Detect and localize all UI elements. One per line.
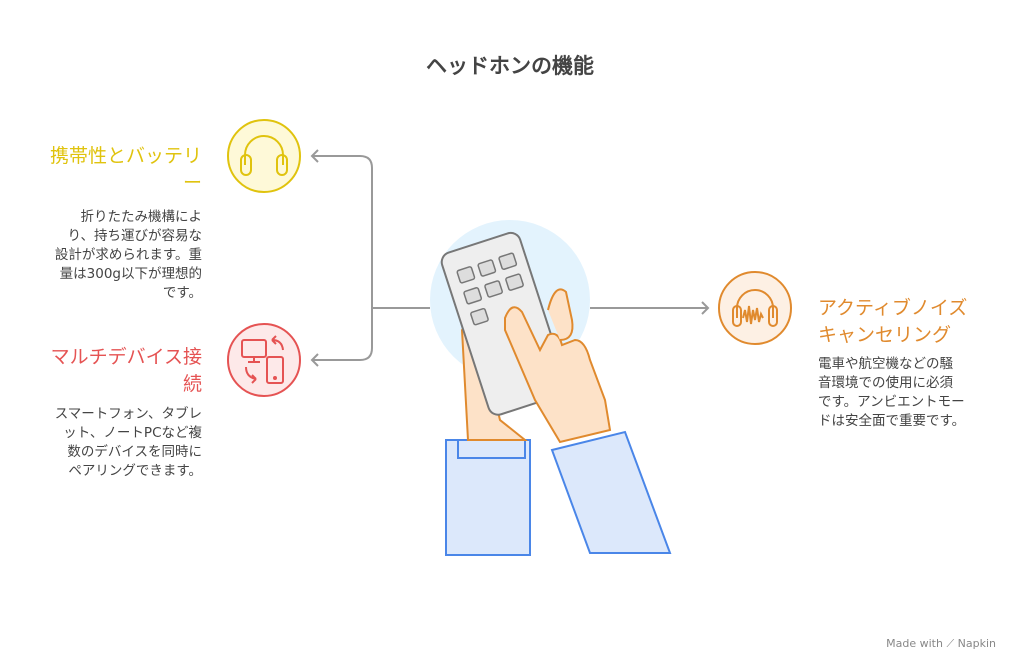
right-sleeve [550, 430, 672, 554]
feature-heading-portability: 携帯性とバッテリ ー [20, 143, 202, 197]
desc-line: 電車や航空機などの騒 [818, 356, 953, 372]
heading-line: アクティブノイズ [818, 297, 968, 319]
desc-line: 設計が求められます。重 [54, 247, 202, 263]
heading-line: キャンセリング [818, 324, 952, 346]
noise-cancel-headphones-icon [718, 271, 792, 345]
desc-line: ペアリングできます。 [68, 463, 202, 479]
heading-line: 携帯性とバッテリ [49, 145, 202, 167]
brand-label: Napkin [957, 637, 996, 650]
made-with-label: Made with [886, 637, 943, 650]
desc-line: ドは安全面で重要です。 [818, 413, 966, 429]
feature-heading-anc: アクティブノイズ キャンセリング [818, 295, 1008, 349]
hand-remote-illustration [430, 220, 672, 556]
connectors [310, 149, 710, 367]
desc-line: です。アンビエントモー [818, 394, 965, 410]
page-title: ヘッドホンの機能 [426, 54, 594, 78]
desc-line: 折りたたみ機構によ [80, 209, 203, 225]
heading-line: ー [182, 172, 202, 194]
feature-desc-portability: 折りたたみ機構によ り、持ち運びが容易な 設計が求められます。重 量は300g以… [20, 208, 202, 303]
feature-heading-multidevice: マルチデバイス接 続 [20, 344, 202, 398]
desc-line: り、持ち運びが容易な [67, 228, 202, 244]
desc-line: スマートフォン、タブレ [54, 406, 202, 422]
desc-line: ット、ノートPCなど複 [63, 425, 202, 441]
napkin-logo-icon: ⟋ [946, 637, 955, 650]
connector-to-multidevice [310, 308, 373, 367]
heading-line: 続 [182, 373, 202, 395]
desc-line: 数のデバイスを同時に [67, 444, 202, 460]
desc-line: 音環境での使用に必須 [818, 375, 953, 391]
desc-line: 量は300g以下が理想的 [59, 266, 202, 282]
headphones-icon [227, 119, 301, 193]
devices-sync-icon [227, 323, 301, 397]
heading-line: マルチデバイス接 [50, 346, 202, 368]
feature-desc-multidevice: スマートフォン、タブレ ット、ノートPCなど複 数のデバイスを同時に ペアリング… [20, 405, 202, 481]
feature-desc-anc: 電車や航空機などの騒 音環境での使用に必須 です。アンビエントモー ドは安全面で… [818, 355, 1008, 431]
connector-to-portability [310, 149, 430, 309]
desc-line: です。 [162, 285, 202, 301]
connector-to-anc [590, 301, 710, 315]
napkin-credit[interactable]: Made with ⟋ Napkin [886, 637, 996, 651]
